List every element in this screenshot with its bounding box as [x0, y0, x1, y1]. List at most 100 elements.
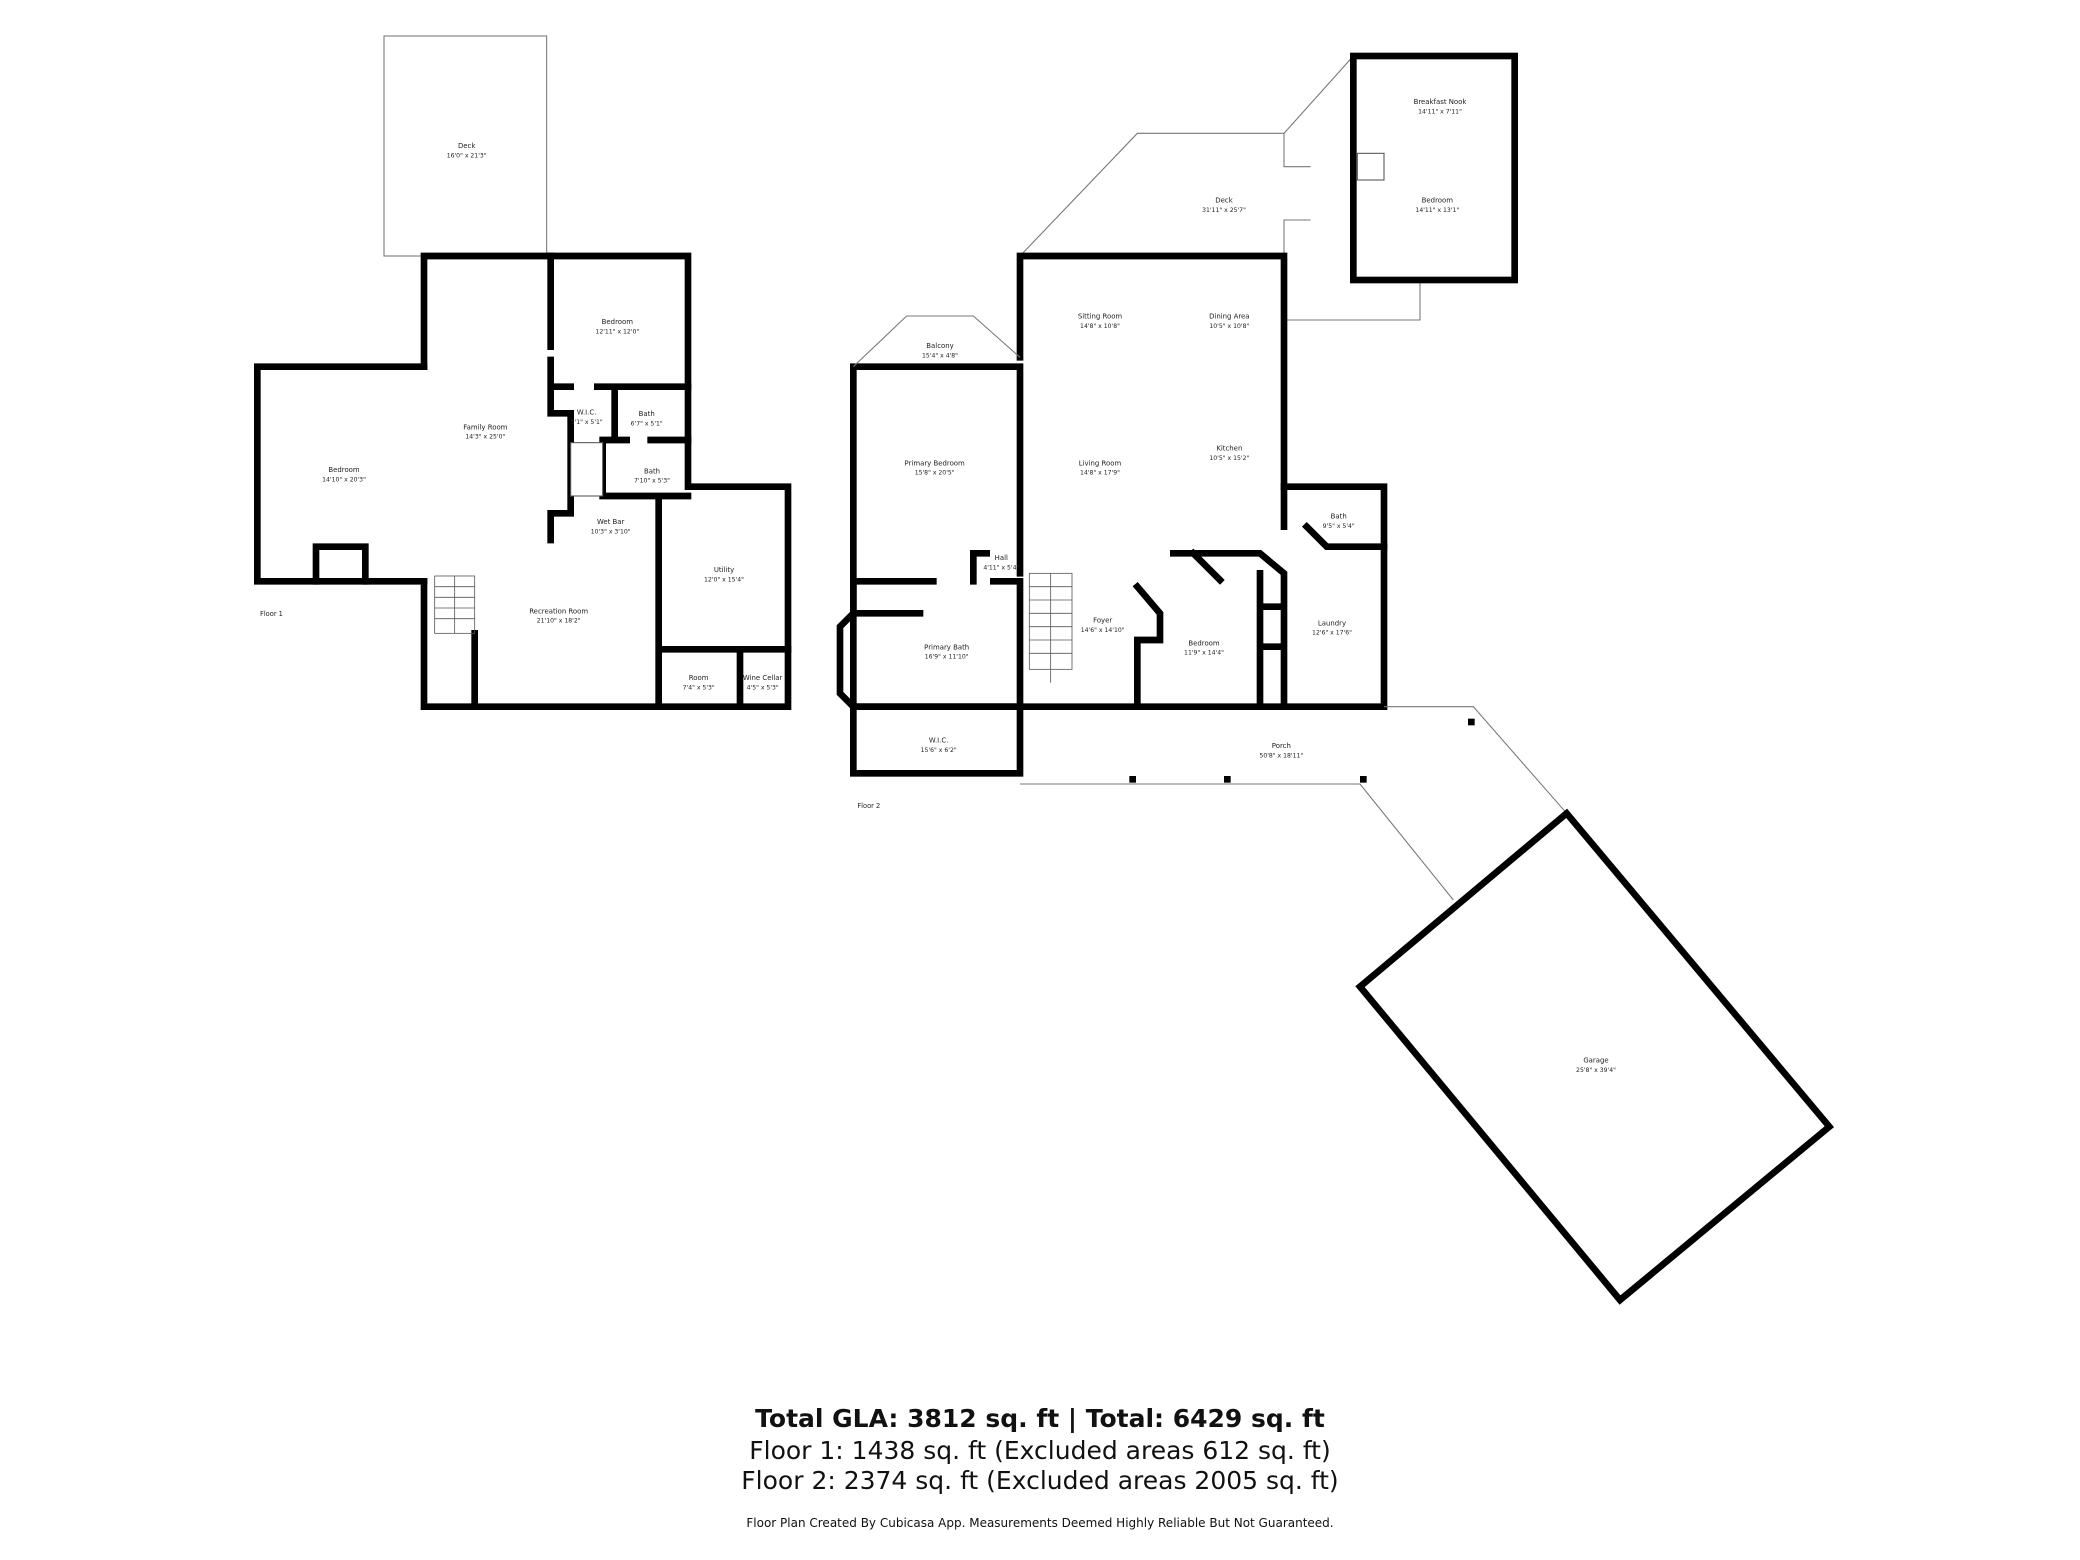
room-dimensions: 12'0" x 15'4"	[704, 576, 744, 583]
room-label: W.I.C. 5'1" x 5'1"	[571, 409, 603, 426]
room-name: Living Room	[1079, 459, 1122, 467]
room-name: Bath	[1331, 513, 1347, 521]
room-dimensions: 5'1" x 5'1"	[571, 419, 603, 426]
room-dimensions: 14'3" x 25'0"	[465, 434, 505, 441]
primary-bath-wall	[836, 578, 859, 712]
room-dimensions: 14'6" x 14'10"	[1081, 627, 1125, 634]
stairs	[434, 575, 476, 634]
room-label: Room 7'4" x 5'3"	[683, 674, 715, 691]
room-dimensions: 31'11" x 25'7"	[1202, 207, 1246, 214]
room-dimensions: 7'10" x 5'3"	[634, 478, 670, 485]
floor-1-area: Floor 1: 1438 sq. ft (Excluded areas 612…	[749, 1436, 1331, 1465]
room-name: Wet Bar	[597, 518, 625, 526]
deck-outline	[1019, 132, 1311, 257]
room-label: Porch 50'8" x 18'11"	[1259, 742, 1303, 759]
room-name: Wine Cellar	[743, 674, 783, 682]
interior-wall	[312, 543, 369, 585]
room-name: Balcony	[926, 342, 953, 350]
room-dimensions: 6'7" x 5'1"	[631, 420, 663, 427]
room-dimensions: 14'11" x 13'1"	[1415, 207, 1459, 214]
room-name: Dining Area	[1209, 313, 1249, 321]
breakfast-nook-walls	[1350, 52, 1518, 284]
room-dimensions: 11'9" x 14'4"	[1184, 650, 1224, 657]
floor-1-plan	[254, 35, 792, 710]
room-name: Deck	[1215, 197, 1232, 205]
room-label: Utility 12'0" x 15'4"	[704, 566, 744, 583]
room-dimensions: 14'10" x 20'3"	[322, 476, 366, 483]
porch-posts	[1129, 718, 1475, 783]
room-label: Breakfast Nook 14'11" x 7'11"	[1414, 98, 1467, 115]
bedroom-wall	[254, 363, 428, 585]
room-label: Bedroom 14'11" x 13'1"	[1415, 197, 1459, 214]
room-dimensions: 7'4" x 5'3"	[683, 684, 715, 691]
floor-2-area: Floor 2: 2374 sq. ft (Excluded areas 200…	[741, 1466, 1339, 1495]
room-label: Recreation Room 21'10" x 18'2"	[529, 607, 588, 624]
deck-edge	[1284, 280, 1421, 321]
room-name: Bedroom	[328, 466, 360, 474]
room-dimensions: 10'5" x 10'8"	[1209, 323, 1249, 330]
room-name: Recreation Room	[529, 607, 588, 615]
room-dimensions: 50'8" x 18'11"	[1259, 752, 1303, 759]
room-label: Hall 4'11" x 5'4"	[983, 554, 1019, 571]
room-name: Primary Bedroom	[905, 459, 966, 467]
room-dimensions: 16'9" x 11'10"	[925, 654, 969, 661]
room-name: Breakfast Nook	[1414, 98, 1467, 106]
room-name: Sitting Room	[1078, 313, 1123, 321]
total-area: Total GLA: 3812 sq. ft | Total: 6429 sq.…	[755, 1404, 1325, 1433]
deck-edge	[1283, 219, 1311, 256]
stairs	[1028, 572, 1073, 683]
room-label: Bedroom 14'10" x 20'3"	[322, 466, 366, 483]
room-dimensions: 14'11" x 7'11"	[1418, 108, 1462, 115]
room-dimensions: 14'8" x 17'9"	[1080, 470, 1120, 477]
room-dimensions: 16'0" x 21'3"	[447, 152, 487, 159]
room-name: W.I.C.	[929, 737, 949, 745]
room-name: Foyer	[1093, 617, 1112, 625]
room-label: Bath 9'5" x 5'4"	[1323, 513, 1355, 530]
room-label: Bedroom 11'9" x 14'4"	[1184, 639, 1224, 656]
room-name: Hall	[995, 554, 1008, 562]
room-dimensions: 10'5" x 15'2"	[1209, 455, 1249, 462]
exterior-wall	[420, 252, 792, 710]
fireplace	[1356, 152, 1385, 181]
room-name: Deck	[458, 142, 475, 150]
room-name: Bedroom	[1188, 639, 1220, 647]
porch-outline	[1020, 783, 1454, 901]
room-label: Deck 16'0" x 21'3"	[447, 142, 487, 159]
room-label: Garage 25'8" x 39'4"	[1576, 1057, 1616, 1074]
room-name: Utility	[714, 566, 734, 574]
room-dimensions: 4'11" x 5'4"	[983, 564, 1019, 571]
room-name: W.I.C.	[577, 409, 597, 417]
room-dimensions: 21'10" x 18'2"	[537, 618, 581, 625]
room-dimensions: 25'8" x 39'4"	[1576, 1067, 1616, 1074]
room-dimensions: 15'4" x 4'8"	[922, 352, 958, 359]
room-name: Garage	[1583, 1057, 1608, 1065]
room-dimensions: 9'5" x 5'4"	[1323, 523, 1355, 530]
porch-outline	[1384, 706, 1568, 814]
floor-2-label: Floor 2	[857, 802, 880, 810]
room-label: Deck 31'11" x 25'7"	[1202, 197, 1246, 214]
room-name: Room	[689, 674, 709, 682]
garage-walls	[1355, 808, 1835, 1305]
room-dimensions: 14'8" x 10'8"	[1080, 323, 1120, 330]
room-label: Sitting Room 14'8" x 10'8"	[1078, 313, 1123, 330]
room-label: Family Room 14'3" x 25'0"	[463, 423, 507, 440]
room-label: Foyer 14'6" x 14'10"	[1081, 617, 1125, 634]
fireplace	[570, 442, 604, 497]
room-name: Bedroom	[1422, 197, 1454, 205]
floor-2-plan	[836, 52, 1835, 1305]
room-dimensions: 15'6" x 6'2"	[921, 747, 957, 754]
room-label: Dining Area 10'5" x 10'8"	[1209, 313, 1249, 330]
disclaimer: Floor Plan Created By Cubicasa App. Meas…	[746, 1516, 1334, 1530]
room-name: Porch	[1272, 742, 1291, 750]
room-name: Family Room	[463, 423, 507, 431]
